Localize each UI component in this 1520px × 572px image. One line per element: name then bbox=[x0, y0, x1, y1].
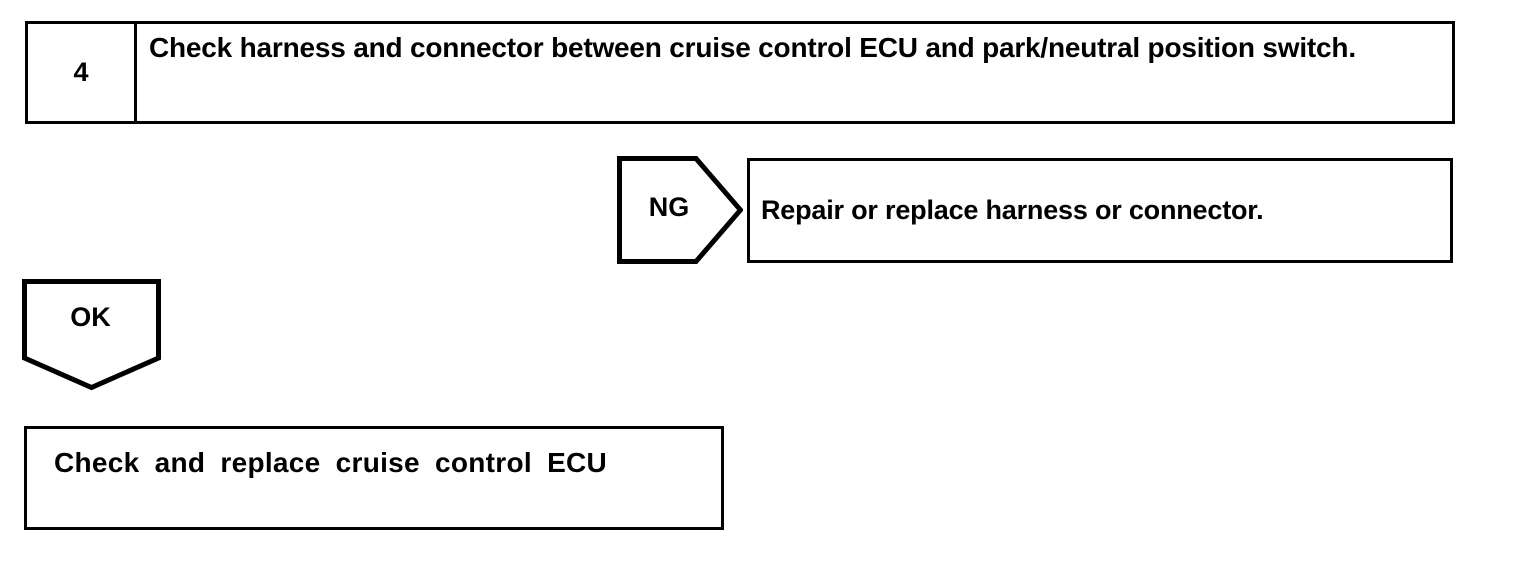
step-instruction-text: Check harness and connector between crui… bbox=[149, 32, 1356, 63]
ok-action-box: Check and replace cruise control ECU bbox=[24, 426, 724, 530]
step-number: 4 bbox=[73, 57, 89, 87]
ok-action-text: Check and replace cruise control ECU bbox=[54, 447, 608, 478]
step-row: 4 Check harness and connector between cr… bbox=[25, 21, 1455, 124]
chevron-right-icon bbox=[617, 156, 743, 264]
pentagon-down-icon bbox=[22, 279, 161, 391]
step-instruction-cell: Check harness and connector between crui… bbox=[137, 24, 1452, 121]
step-number-cell: 4 bbox=[28, 24, 137, 121]
ng-action-box: Repair or replace harness or connector. bbox=[747, 158, 1453, 263]
ng-branch-marker: NG bbox=[617, 156, 743, 264]
ng-action-text: Repair or replace harness or connector. bbox=[761, 194, 1264, 225]
ng-branch-label: NG bbox=[648, 192, 690, 222]
ok-branch-marker: OK bbox=[22, 279, 162, 391]
ok-branch-label: OK bbox=[70, 302, 111, 332]
